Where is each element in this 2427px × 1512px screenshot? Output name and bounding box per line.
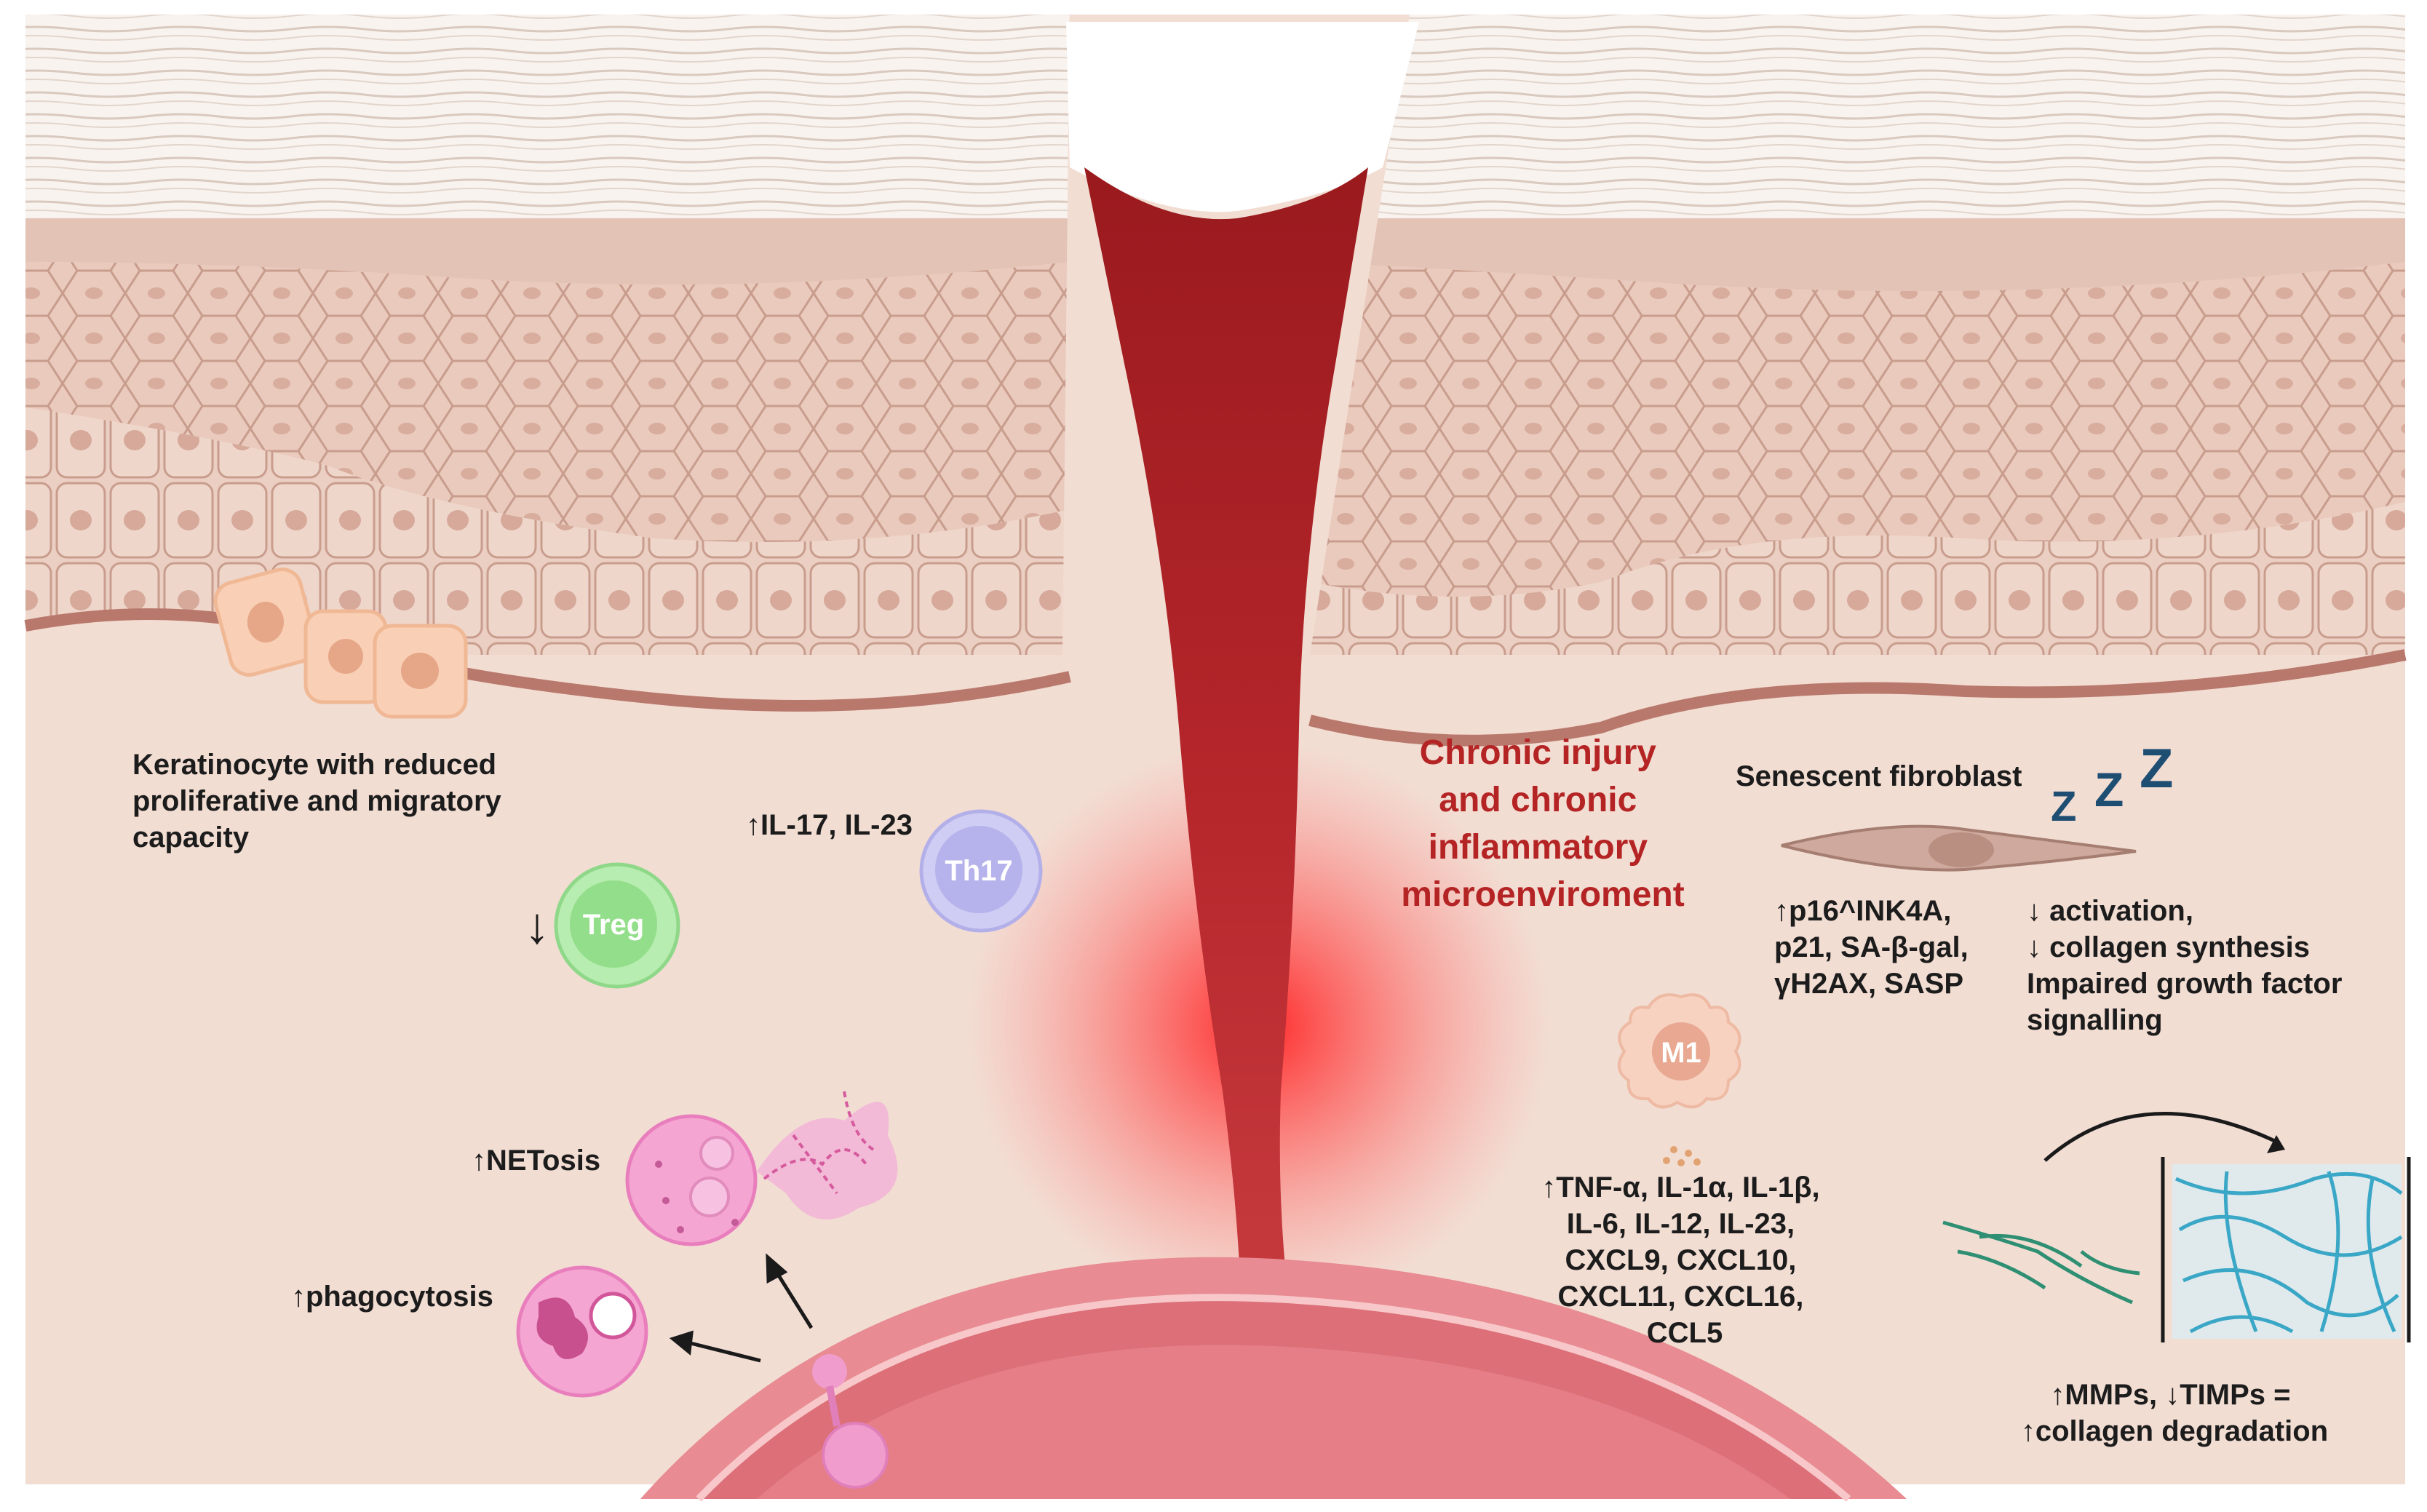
th17-label: Th17 xyxy=(945,855,1012,887)
keratinocyte-nucleus xyxy=(401,653,439,689)
senescence-marker-line: p21, SA-β-gal, xyxy=(1774,931,1969,963)
mmp-caption-line: ↑MMPs, ↓TIMPs = xyxy=(2050,1379,2290,1411)
senescent-fibroblast-label: Senescent fibroblast xyxy=(1736,760,2022,792)
senescence-markers: ↑p16^INK4A, p21, SA-β-gal, γH2AX, SASP xyxy=(1774,895,1977,1000)
stratum-corneum-left xyxy=(25,15,1081,233)
th17-cell: Th17 xyxy=(921,811,1041,931)
cytokine-line: IL-6, IL-12, IL-23, xyxy=(1567,1208,1795,1240)
treg-label: Treg xyxy=(583,909,644,941)
fibroblast-effect-line: ↓ activation, xyxy=(2027,895,2193,927)
keratinocyte-caption-line: capacity xyxy=(132,821,250,854)
fibroblast-effect-line: Impaired growth factor xyxy=(2027,968,2342,1000)
treg-cell: Treg xyxy=(556,864,678,987)
mmp-caption-line: ↑collagen degradation xyxy=(2021,1415,2328,1447)
netosis-label: ↑NETosis xyxy=(472,1145,600,1177)
zzz-letter: Z xyxy=(2140,738,2173,800)
center-title-line: inflammatory xyxy=(1429,828,1648,867)
cytokine-line: ↑TNF-α, IL-1α, IL-1β, xyxy=(1541,1171,1819,1203)
il17-il23-label: ↑IL-17, IL-23 xyxy=(746,809,913,841)
cytokine-line: CXCL11, CXCL16, xyxy=(1557,1281,1803,1313)
treg-down-arrow: ↓ xyxy=(525,897,550,954)
right-epidermis xyxy=(1310,15,2405,741)
keratinocyte-nucleus xyxy=(247,602,284,642)
phagocytic-neutrophil xyxy=(518,1268,646,1396)
senescence-marker-line: γH2AX, SASP xyxy=(1774,968,1963,1000)
center-title-line: Chronic injury xyxy=(1420,733,1657,772)
cytokine-line: CCL5 xyxy=(1647,1317,1723,1349)
fibroblast-effect-line: ↓ collagen synthesis xyxy=(2027,931,2310,963)
left-epidermis xyxy=(25,15,1081,706)
m1-label: M1 xyxy=(1661,1037,1701,1069)
keratinocyte-caption-line: Keratinocyte with reduced xyxy=(132,749,496,781)
center-title-line: and chronic xyxy=(1439,781,1637,819)
phagocytosis-label: ↑phagocytosis xyxy=(291,1281,493,1313)
zzz-letter: Z xyxy=(2051,783,2076,830)
keratinocyte-caption-line: proliferative and migratory xyxy=(132,785,502,817)
zzz-letter: Z xyxy=(2094,763,2124,816)
cytokine-line: CXCL9, CXCL10, xyxy=(1565,1244,1797,1276)
keratinocyte-nucleus xyxy=(328,639,363,674)
fibroblast-effect-line: signalling xyxy=(2027,1004,2163,1036)
senescence-marker-line: ↑p16^INK4A, xyxy=(1774,895,1951,927)
center-title-line: microenviroment xyxy=(1401,875,1684,914)
stratum-corneum-right xyxy=(1310,15,2405,233)
